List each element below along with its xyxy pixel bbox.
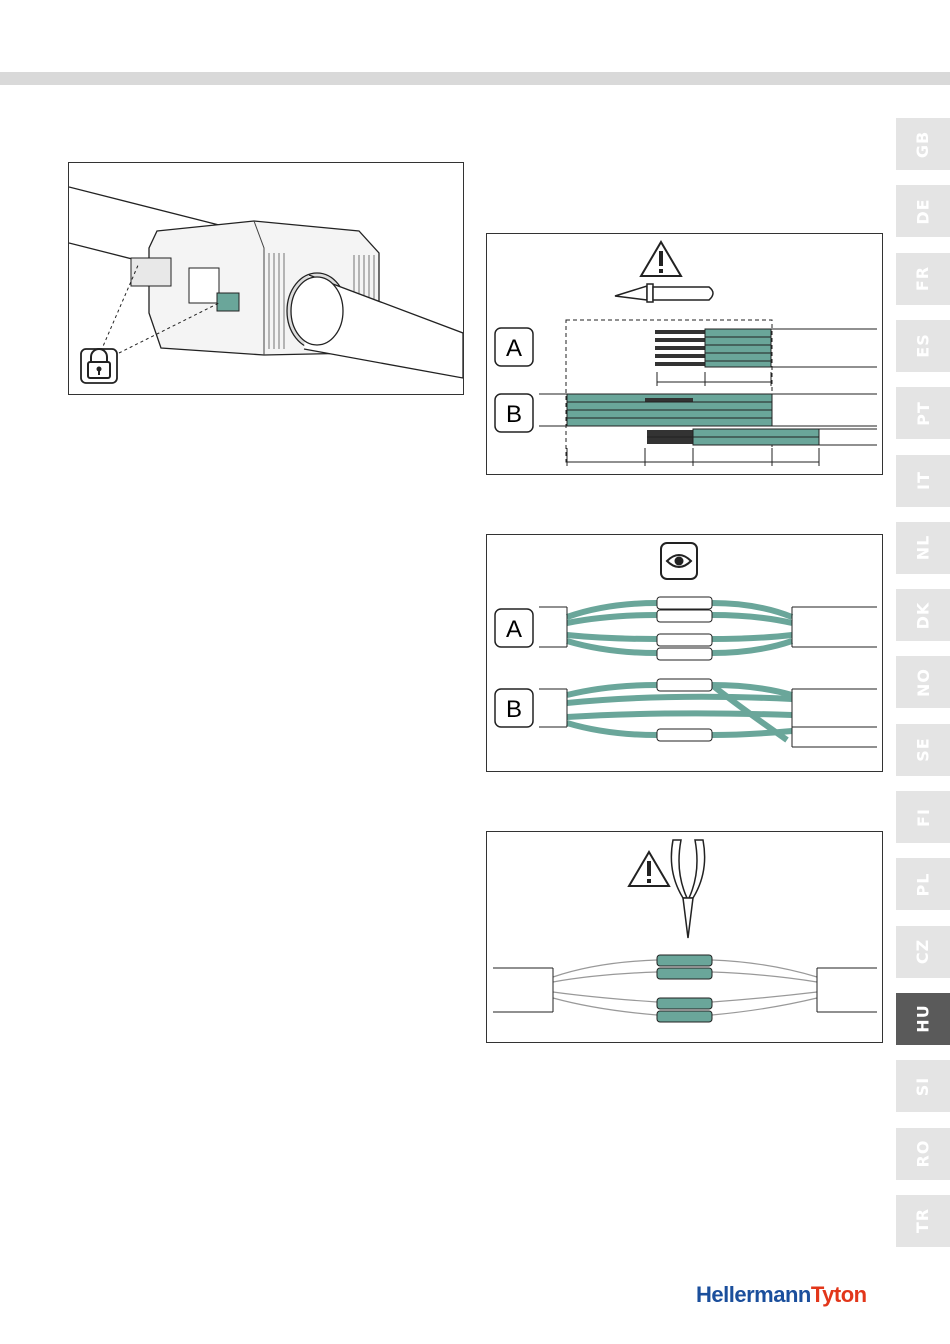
label-b: B <box>506 401 522 428</box>
language-tab-pl[interactable]: PL <box>896 858 950 910</box>
language-tab-si[interactable]: SI <box>896 1060 950 1112</box>
language-tab-gb[interactable]: GB <box>896 118 950 170</box>
figure-strip: A B <box>486 233 883 475</box>
language-tab-de[interactable]: DE <box>896 185 950 237</box>
header-bar <box>0 72 950 85</box>
language-tab-it[interactable]: IT <box>896 455 950 507</box>
language-sidebar: GB DE FR ES PT IT NL DK NO SE FI PL CZ HU SI RO TR <box>896 0 950 1344</box>
figure-crimp <box>486 831 883 1043</box>
language-tab-no[interactable]: NO <box>896 656 950 708</box>
brand-logo: HellermannTyton <box>696 1282 867 1308</box>
warning-icon <box>641 242 681 276</box>
language-tab-nl[interactable]: NL <box>896 522 950 574</box>
figure-inspect: A B <box>486 534 883 772</box>
language-tab-cz[interactable]: CZ <box>896 926 950 978</box>
figure-closure <box>68 162 464 395</box>
language-tab-se[interactable]: SE <box>896 724 950 776</box>
language-tab-dk[interactable]: DK <box>896 589 950 641</box>
lock-icon <box>81 349 117 383</box>
eye-icon <box>661 543 697 579</box>
language-tab-pt[interactable]: PT <box>896 387 950 439</box>
warning-icon <box>629 852 669 886</box>
language-tab-tr[interactable]: TR <box>896 1195 950 1247</box>
knife-icon <box>615 284 713 302</box>
language-tab-hu[interactable]: HU <box>896 993 950 1045</box>
language-tab-ro[interactable]: RO <box>896 1128 950 1180</box>
label-a: A <box>506 335 522 362</box>
language-tab-fr[interactable]: FR <box>896 253 950 305</box>
language-tab-fi[interactable]: FI <box>896 791 950 843</box>
language-tab-es[interactable]: ES <box>896 320 950 372</box>
pliers-icon <box>671 840 704 938</box>
label-a: A <box>506 616 522 643</box>
label-b: B <box>506 696 522 723</box>
